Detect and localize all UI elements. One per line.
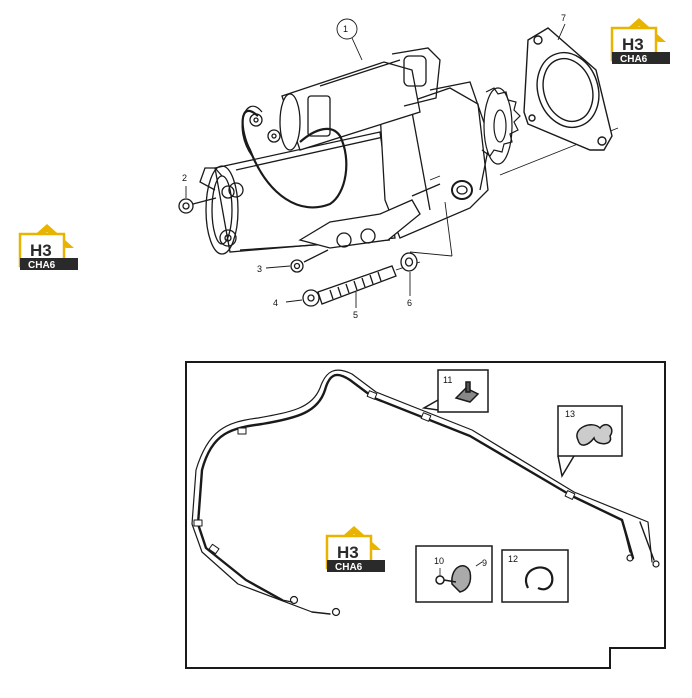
harness-panel bbox=[185, 361, 666, 669]
inset-p-clip-9-10 bbox=[415, 545, 493, 603]
pinion-gear bbox=[481, 87, 521, 165]
callout-9: 9 bbox=[482, 558, 487, 568]
nut-2 bbox=[178, 197, 217, 214]
svg-text:H3: H3 bbox=[337, 543, 359, 562]
callout-5: 5 bbox=[353, 310, 358, 320]
callout-4: 4 bbox=[273, 298, 278, 308]
svg-text:CHA6: CHA6 bbox=[28, 260, 56, 271]
svg-text:CHA6: CHA6 bbox=[620, 54, 648, 65]
svg-text:H3: H3 bbox=[30, 241, 52, 260]
callout-2: 2 bbox=[182, 173, 187, 183]
nut-3 bbox=[290, 249, 329, 273]
svg-text:H3: H3 bbox=[622, 35, 644, 54]
callout-12: 12 bbox=[508, 554, 518, 564]
washer-6 bbox=[400, 252, 418, 272]
callout-3: 3 bbox=[257, 264, 262, 274]
svg-text:CHA6: CHA6 bbox=[335, 562, 363, 573]
inset-clip-11 bbox=[421, 369, 489, 413]
brand-logo-left: H3 CHA6 bbox=[18, 222, 80, 272]
inset-strap-12 bbox=[501, 549, 569, 603]
stud-bolt bbox=[302, 261, 421, 307]
brand-logo-top-right: H3 CHA6 bbox=[610, 16, 672, 66]
callout-13: 13 bbox=[565, 409, 575, 419]
brand-logo-center: H3 CHA6 bbox=[325, 524, 387, 574]
callout-6: 6 bbox=[407, 298, 412, 308]
flange-gasket bbox=[523, 27, 613, 151]
callout-11: 11 bbox=[443, 375, 452, 385]
wiring-harness bbox=[191, 369, 660, 617]
inset-clamp-13 bbox=[557, 405, 623, 479]
callout-10: 10 bbox=[434, 556, 444, 566]
callout-leaders bbox=[185, 18, 566, 308]
callout-7: 7 bbox=[561, 13, 566, 23]
starter-motor bbox=[199, 47, 619, 257]
callout-1: 1 bbox=[343, 24, 348, 34]
